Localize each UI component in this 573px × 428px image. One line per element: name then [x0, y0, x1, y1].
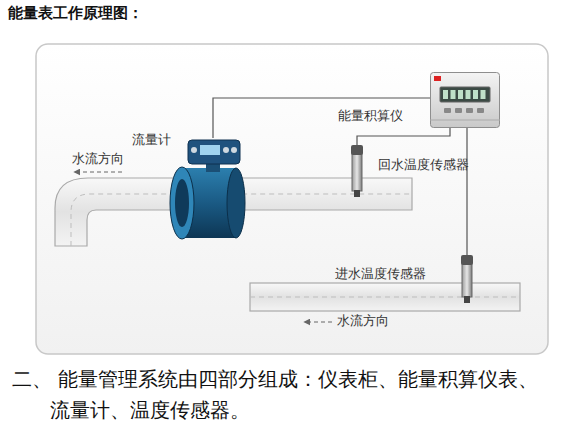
meter-figure [168, 138, 246, 240]
signal-wire [466, 128, 467, 255]
energy-integrator: 能量积算仪 [430, 72, 500, 128]
flow-direction-label: 水流方向 [72, 151, 124, 167]
flow-direction-label: 水流方向 [337, 313, 389, 329]
panel [36, 44, 548, 354]
flow-arrow [74, 172, 122, 173]
temperature-sensor: 回水温度传感器 [350, 145, 364, 197]
temperature-sensor: 进水温度传感器 [460, 255, 474, 303]
signal-wire [357, 128, 450, 145]
integrator-figure [430, 72, 500, 128]
sensor-figure [460, 255, 474, 303]
diagram-title: 能量表工作原理图： [8, 4, 143, 23]
sensor-figure [350, 145, 364, 197]
flow-meter: 流量计 [168, 138, 246, 240]
component-label: 能量积算仪 [338, 108, 403, 124]
pipe-centerline [250, 297, 520, 298]
component-label: 进水温度传感器 [335, 266, 426, 282]
signal-wire [213, 98, 430, 138]
supply-pipe [250, 283, 520, 311]
component-label: 流量计 [132, 132, 171, 148]
caption-text: 二、 能量管理系统由四部分组成：仪表柜、能量积算仪表、 流量计、温度传感器。 [12, 364, 547, 426]
flow-arrow [304, 322, 332, 323]
component-label: 回水温度传感器 [378, 157, 469, 173]
